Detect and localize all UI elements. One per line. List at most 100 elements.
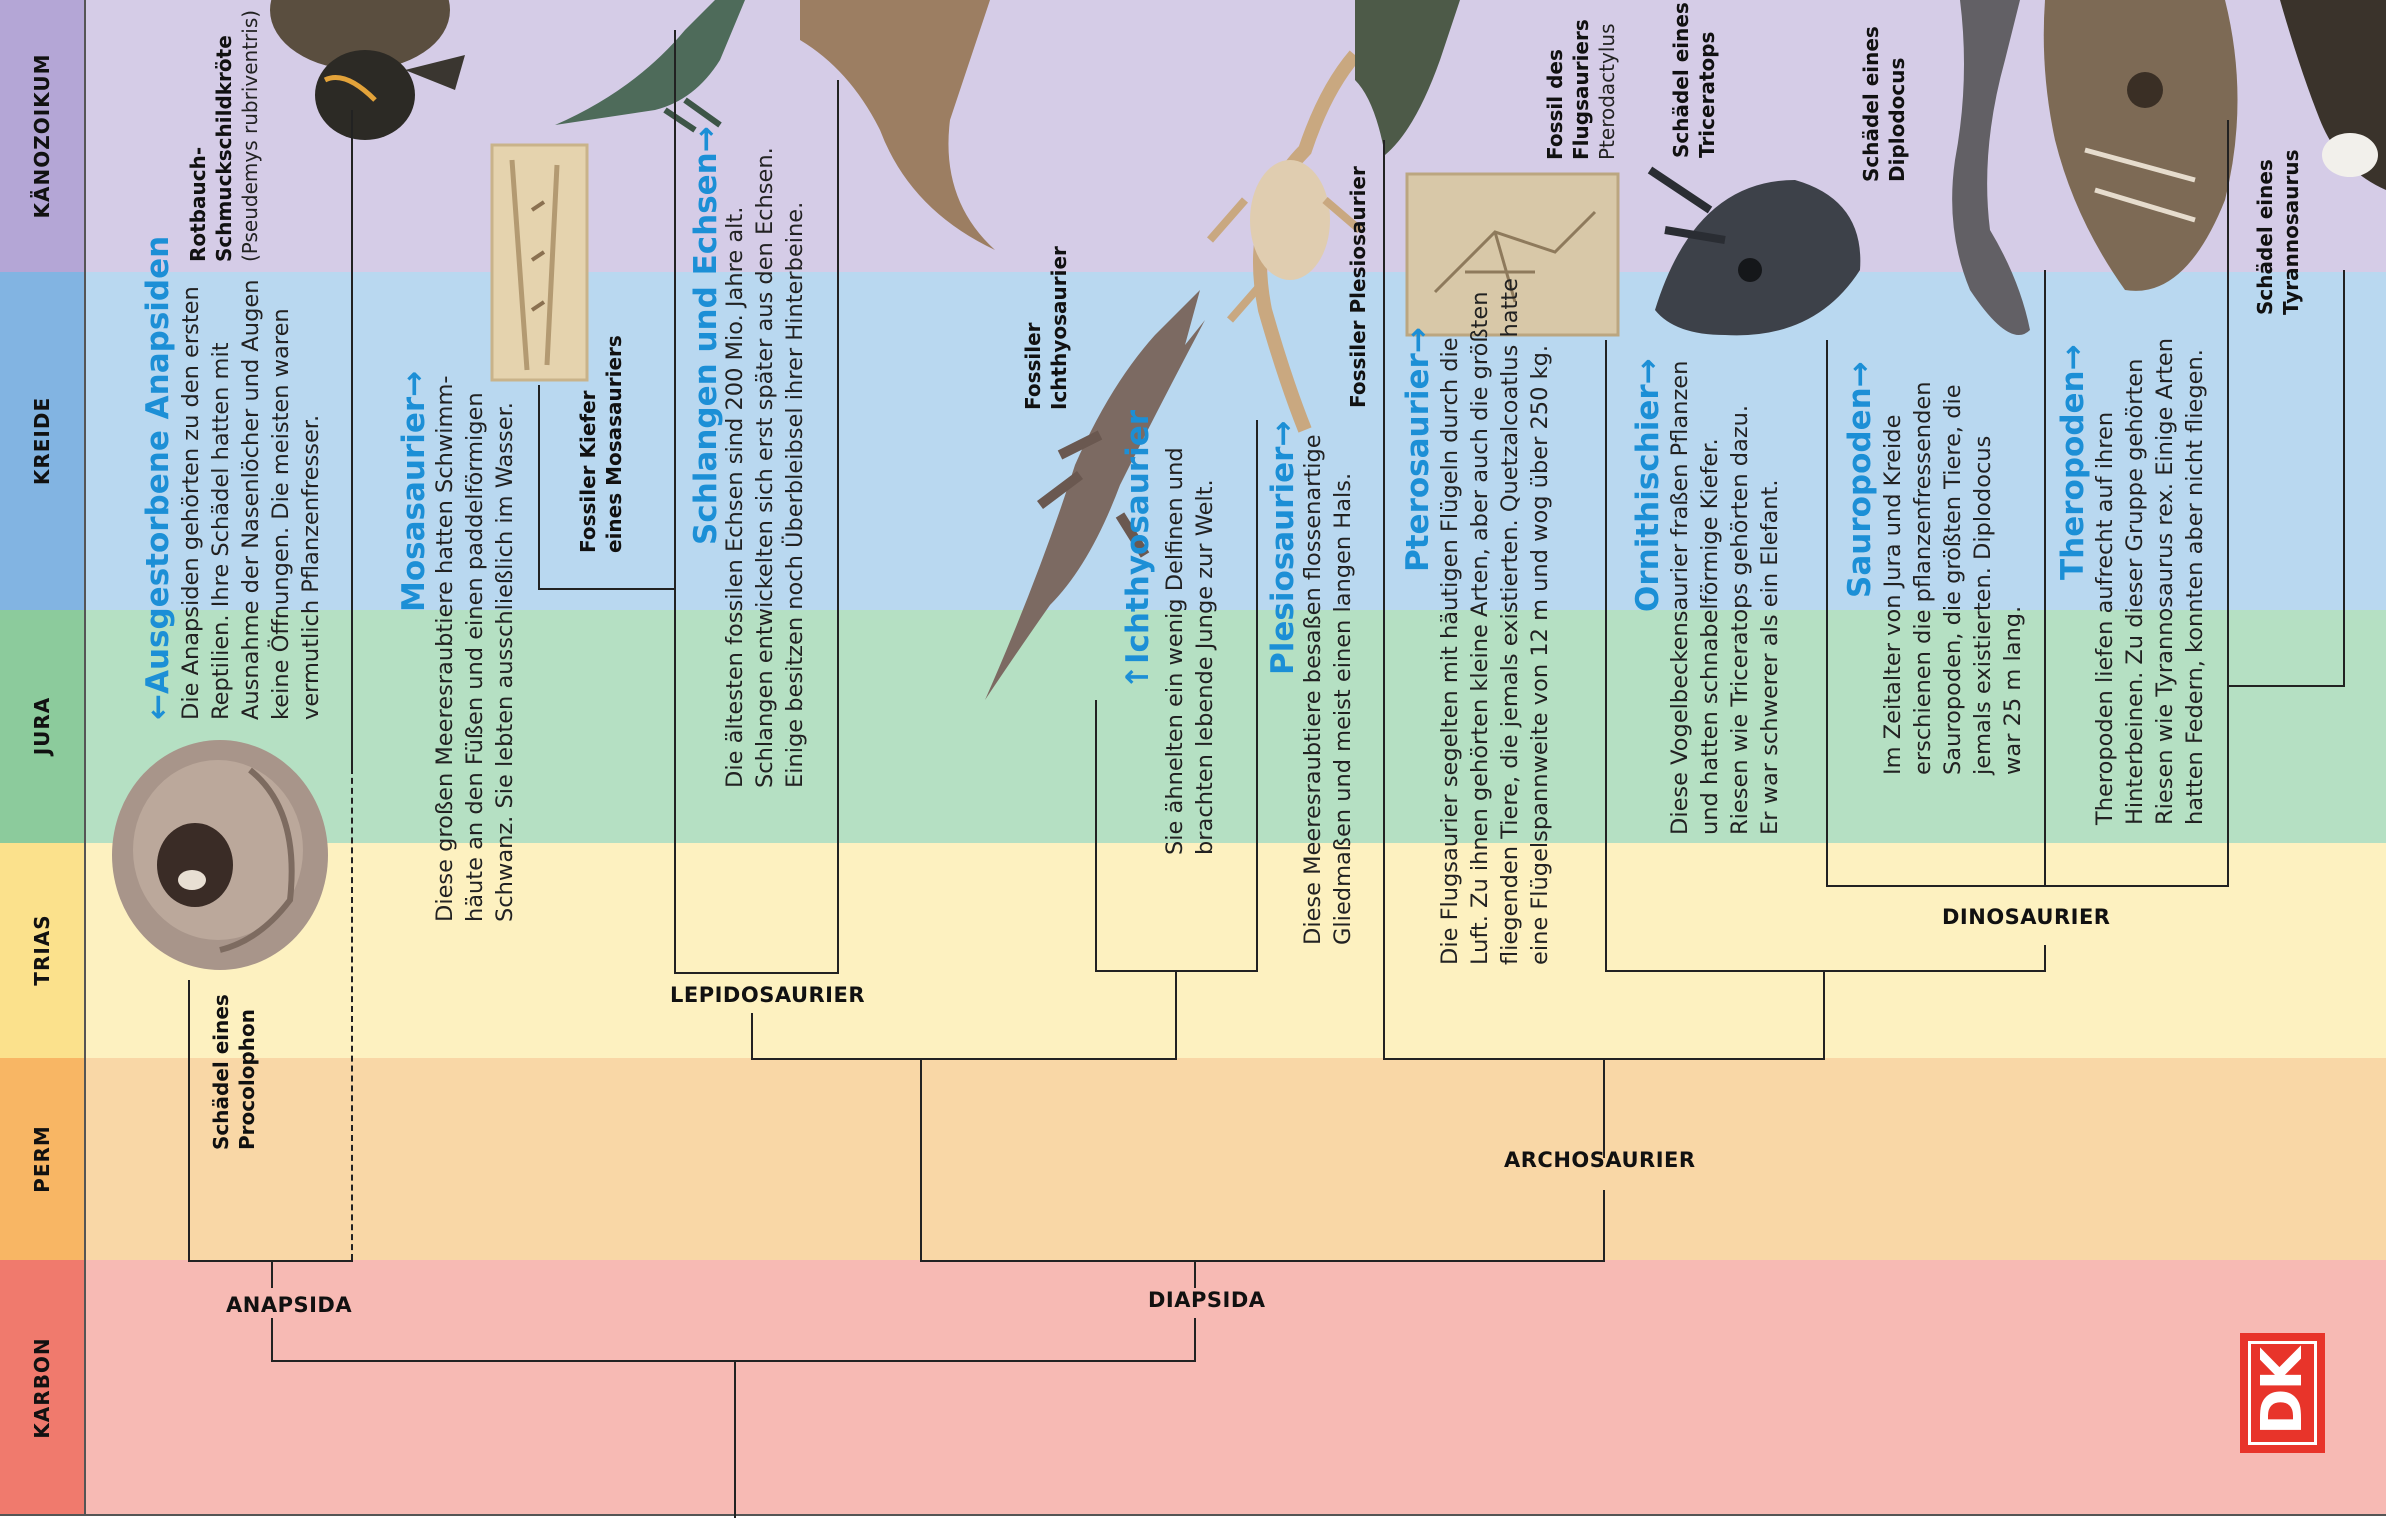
tyrannosaurus-skull-image: [2025, 0, 2250, 305]
snake-image: [790, 0, 1010, 255]
tree-root-bar: [271, 1360, 1196, 1362]
tree-ichthyosaur-branch: [1095, 700, 1097, 971]
tree-turtle-branch-solid: [351, 110, 353, 768]
text-pterosaurier-body: Die Flugsaurier segelten mit häutigen Fl…: [1435, 278, 1555, 965]
band-perm: [0, 1058, 2386, 1260]
text-plesiosaurier-body: Diese Meeresraubtiere besaßen flossenart…: [1298, 434, 1358, 945]
era-tab-jura: JURA: [0, 610, 86, 843]
era-label-kaenozoikum: KÄNOZOIKUM: [30, 36, 54, 236]
dk-logo: DK: [2240, 1333, 2325, 1453]
turtle-image: [255, 0, 470, 150]
text-pterosaurier: Pterosaurier→: [1400, 327, 1436, 572]
tree-bird-up: [2343, 270, 2345, 686]
tree-mosasaur-jaw-drop: [538, 385, 540, 589]
tree-anapsida-bar: [188, 1260, 353, 1262]
tree-lepidosaur-left: [751, 1013, 753, 1059]
tree-lepidosaur-stem: [920, 1058, 922, 1261]
caption-triceratops: Schädel eines Triceratops: [1668, 2, 1720, 158]
tree-bird-link: [2227, 685, 2345, 687]
era-label-karbon: KARBON: [30, 1288, 54, 1488]
tree-sauropod-branch: [1826, 340, 1828, 886]
text-plesiosaurier: Plesiosaurier→: [1265, 421, 1301, 675]
tree-pterosaur-branch: [1383, 140, 1385, 1059]
caption-tyrannosaurus: Schädel eines Tyrannosaurus: [2252, 149, 2304, 315]
text-schlangen-body: Die ältesten fossilen Echsen sind 200 Mi…: [720, 147, 810, 788]
caption-procolophon: Schädel eines Procolophon: [208, 994, 260, 1150]
tree-diapsida-node: [1194, 1260, 1196, 1288]
text-mosasaurier-body: Diese großen Meeresraubtiere hatten Schw…: [430, 375, 520, 922]
tree-marine-right: [1175, 970, 1177, 1060]
triceratops-skull-image: [1635, 160, 1865, 350]
heading-ornithischier: Ornithischier→: [1630, 358, 1666, 612]
tree-plesiosaur-branch: [1256, 420, 1258, 971]
text-ornithischier: Ornithischier→: [1630, 358, 1666, 612]
tree-bird-branch: [2227, 120, 2229, 886]
text-schlangen: Schlangen und Echsen→: [688, 126, 724, 545]
era-label-jura: JURA: [30, 626, 54, 826]
era-tab-kreide: KREIDE: [0, 272, 86, 610]
heading-ichthyosaurier: ↑Ichthyosaurier: [1120, 410, 1156, 690]
tree-root-stem: [734, 1360, 736, 1518]
tree-archosaur-stem-low: [1603, 1190, 1605, 1261]
caption-mosasaur-jaw: Fossiler Kiefer eines Mosasauriers: [575, 335, 627, 553]
tree-anapsida-stem: [271, 1318, 273, 1362]
heading-plesiosaurier: Plesiosaurier→: [1265, 421, 1301, 675]
heading-theropoden: Theropoden→: [2055, 344, 2091, 580]
lizard-image: [545, 0, 765, 135]
era-tab-trias: TRIAS: [0, 843, 86, 1058]
tree-anapsida-node: [271, 1260, 273, 1288]
era-label-trias: TRIAS: [30, 850, 54, 1050]
procolophon-skull-image: [100, 730, 340, 980]
tree-theropod-branch: [2044, 270, 2046, 886]
text-theropoden-body: Theropoden liefen aufrecht auf ihren Hin…: [2090, 338, 2210, 825]
era-label-kreide: KREIDE: [30, 341, 54, 541]
caption-turtle: Rotbauch- Schmuckschildkröte (Pseudemys …: [185, 10, 263, 262]
tree-dino-stem: [1823, 970, 1825, 1059]
tree-diapsida-stem: [1194, 1318, 1196, 1362]
clade-anapsida: ANAPSIDA: [226, 1293, 352, 1317]
heading-mosasaurier: Mosasaurier→: [396, 371, 432, 612]
text-theropoden: Theropoden→: [2055, 344, 2091, 580]
crocodile-image: [1355, 0, 1460, 160]
clade-diapsida: DIAPSIDA: [1148, 1288, 1266, 1312]
text-ichthyosaurier-body: Sie ähnelten ein wenig Delfinen und brac…: [1160, 447, 1220, 855]
heading-anapsiden: ←Ausgestorbene Anapsiden: [140, 236, 176, 720]
tree-saurischia-bar: [1826, 885, 2229, 887]
text-sauropoden-body: Im Zeitalter von Jura und Kreide erschie…: [1878, 382, 2028, 775]
tree-squamata-bar: [674, 972, 839, 974]
caption-plesiosaur: Fossiler Plesiosaurier: [1345, 166, 1371, 408]
era-tab-karbon: KARBON: [0, 1260, 86, 1514]
text-ichthyosaurier: ↑Ichthyosaurier: [1120, 410, 1156, 690]
era-tab-perm: PERM: [0, 1058, 86, 1260]
tree-snake-branch: [837, 80, 839, 973]
text-sauropoden: Sauropoden→: [1842, 361, 1878, 598]
caption-pterosaur-fossil: Fossil des Flugsauriers Pterodactylus: [1542, 19, 1620, 160]
clade-archosaurier: ARCHOSAURIER: [1504, 1148, 1696, 1172]
tree-saurischia-stem: [2044, 945, 2046, 971]
tree-dino-bar: [1605, 970, 2046, 972]
tree-ornithischia-branch: [1605, 340, 1607, 971]
era-label-perm: PERM: [30, 1059, 54, 1259]
heading-pterosaurier: Pterosaurier→: [1400, 327, 1436, 572]
caption-diplodocus: Schädel eines Diplodocus: [1858, 26, 1910, 182]
band-trias: [0, 843, 2386, 1058]
tree-procolophon-branch: [188, 980, 190, 1261]
tree-diapsida-bar: [920, 1260, 1605, 1262]
tree-turtle-branch-dashed: [351, 768, 353, 1260]
heading-schlangen: Schlangen und Echsen→: [688, 126, 724, 545]
plesiosaur-fossil-image: [1205, 50, 1365, 435]
tree-lepidosaur-bar: [751, 1058, 1177, 1060]
text-anapsiden: ←Ausgestorbene Anapsiden Die Anapsiden g…: [140, 236, 326, 720]
era-tab-kaenozoikum: KÄNOZOIKUM: [0, 0, 86, 272]
text-ornithischier-body: Diese Vogelbeckensaurier fraßen Pflanzen…: [1665, 361, 1785, 835]
heading-sauropoden: Sauropoden→: [1842, 361, 1878, 598]
caption-ichthyosaur: Fossiler Ichthyosaurier: [1020, 246, 1072, 410]
clade-lepidosaurier: LEPIDOSAURIER: [670, 983, 865, 1007]
tree-mosasaur-branch: [674, 30, 676, 973]
clade-dinosaurier: DINOSAURIER: [1942, 905, 2110, 929]
tree-archosaur-stem: [1603, 1058, 1605, 1158]
text-mosasaurier: Mosasaurier→: [396, 371, 432, 612]
tree-mosasaur-jaw-link: [538, 588, 675, 590]
tree-marine-bar: [1095, 970, 1258, 972]
tree-archosaur-bar: [1383, 1058, 1825, 1060]
